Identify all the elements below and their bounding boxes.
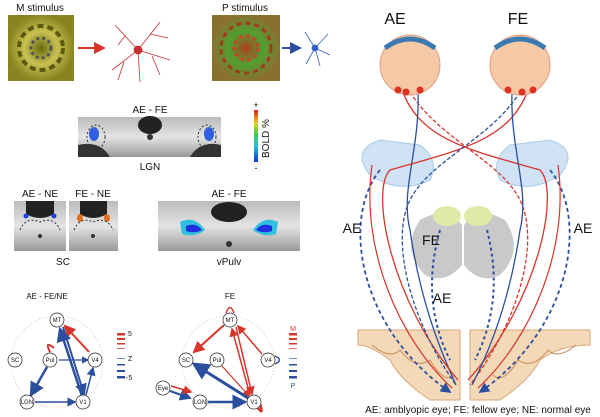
network-left-nodes: MT SC Pul V4 LGN V1 <box>7 312 103 410</box>
node-v1: V1 <box>250 400 258 406</box>
left-eye <box>379 34 441 96</box>
bold-colorbar <box>254 110 258 162</box>
lgn-panel-title: AE - FE <box>132 105 167 116</box>
vpulv-label: vPulv <box>217 257 241 268</box>
node-pul: Pul <box>46 358 55 364</box>
cortex <box>357 329 591 401</box>
network-left-title: AE - FE/NE <box>26 292 67 301</box>
p-stimulus-image <box>212 15 280 81</box>
legend-m: M <box>290 326 296 333</box>
colorbar-label: BOLD % <box>261 119 272 158</box>
network-left-edges <box>10 315 104 409</box>
node-eye: Eye <box>158 386 169 392</box>
legend-bottom: -5 <box>126 375 132 382</box>
right-eye <box>489 34 551 96</box>
left-eye-label: AE <box>384 11 405 28</box>
sc-left-title: AE - NE <box>22 189 58 200</box>
sc-fe-ne-image <box>69 201 118 251</box>
center-fe-label: FE <box>422 232 440 248</box>
thalamus <box>411 206 514 279</box>
p-neuron-icon <box>304 31 331 67</box>
side-left-label: AE <box>343 220 362 236</box>
lgn-mri-image <box>78 116 221 157</box>
network-left-legend: 5 Z -5 <box>117 331 133 382</box>
node-mt: MT <box>226 318 235 324</box>
m-neuron-icon <box>111 21 171 83</box>
sc-ae-ne-image <box>14 201 66 251</box>
vpulv-mri-image <box>158 201 300 251</box>
network-right-title: FE <box>225 292 235 301</box>
network-right-edges <box>169 306 281 413</box>
p-stimulus-label: P stimulus <box>222 3 268 14</box>
colorbar-minus: - <box>255 163 258 173</box>
sc-label: SC <box>56 257 70 268</box>
right-eye-label: FE <box>508 11 528 28</box>
optic-fibers <box>359 89 571 394</box>
lgn-bulbs <box>361 139 569 187</box>
colorbar-plus: + <box>253 100 258 110</box>
legend-mid: Z <box>128 356 133 363</box>
node-sc: SC <box>182 358 191 364</box>
node-pul: Pul <box>213 358 222 364</box>
lgn-label: LGN <box>140 162 161 173</box>
node-v1: V1 <box>79 400 87 406</box>
node-lgn: LGN <box>194 400 206 406</box>
node-v4: V4 <box>91 358 99 364</box>
legend-p: P <box>291 383 296 390</box>
center-ae-label: AE <box>433 290 452 306</box>
pulv-panel-title: AE - FE <box>211 189 246 200</box>
caption: AE: amblyopic eye; FE: fellow eye; NE: n… <box>365 405 591 416</box>
network-right-nodes: MT SC Pul V4 Eye LGN V1 <box>155 312 276 410</box>
m-stimulus-image <box>8 15 74 81</box>
node-v4: V4 <box>264 358 272 364</box>
legend-top: 5 <box>128 331 132 338</box>
node-sc: SC <box>11 358 20 364</box>
sc-right-title: FE - NE <box>75 189 111 200</box>
m-stimulus-label: M stimulus <box>16 3 64 14</box>
side-right-label: AE <box>574 220 593 236</box>
network-right-legend: M P <box>289 326 297 390</box>
node-lgn: LGN <box>21 400 33 406</box>
node-mt: MT <box>53 318 62 324</box>
